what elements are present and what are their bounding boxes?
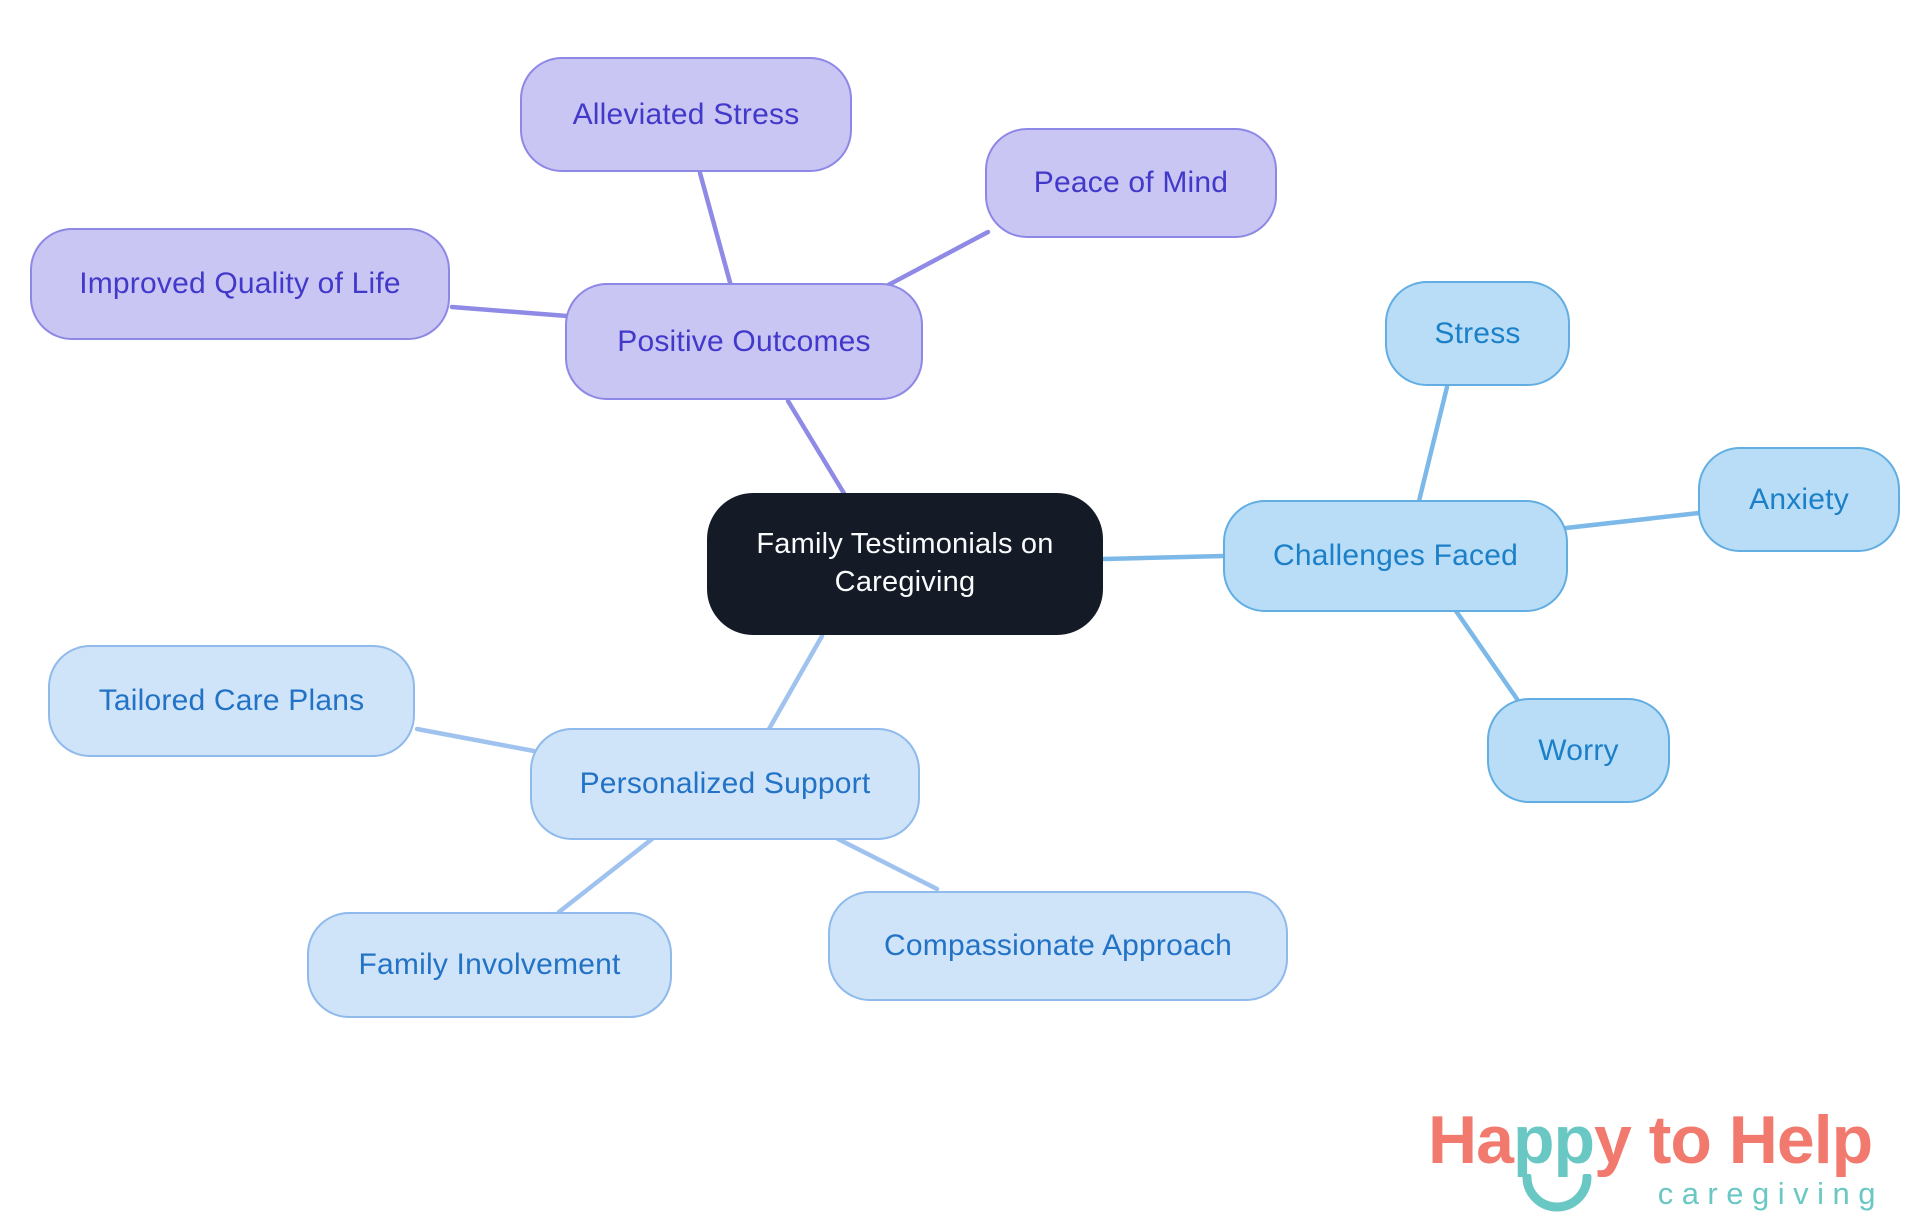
connector-line (785, 398, 848, 498)
connector-line (697, 170, 734, 289)
node-challenges-faced: Challenges Faced (1223, 500, 1568, 612)
node-improved-quality-of-life: Improved Quality of Life (30, 228, 450, 340)
brand-logo: Happy to Help caregiving (1428, 1106, 1888, 1214)
connector-line (1563, 510, 1702, 531)
connector-line (1416, 384, 1450, 504)
node-label: Improved Quality of Life (79, 267, 401, 300)
node-label: Personalized Support (579, 767, 871, 800)
node-alleviated-stress: Alleviated Stress (520, 57, 852, 172)
brand-subtitle: caregiving (1657, 1176, 1884, 1211)
node-label: Tailored Care Plans (98, 684, 365, 717)
node-label: Stress (1434, 316, 1521, 350)
connector-line (1453, 608, 1520, 702)
connector-line (556, 836, 655, 915)
node-label: Worry (1538, 733, 1619, 767)
node-label: Compassionate Approach (884, 929, 1232, 962)
node-label: Alleviated Stress (572, 97, 800, 131)
node-worry: Worry (1487, 698, 1670, 803)
node-personalized-support: Personalized Support (530, 728, 920, 840)
node-family-involvement: Family Involvement (307, 912, 672, 1018)
node-central-family-testimonials: Family Testimonials on Caregiving (707, 493, 1103, 635)
connector-line (874, 229, 991, 294)
connector-line (414, 726, 537, 754)
brand-word-part: Ha (1428, 1102, 1514, 1178)
node-tailored-care-plans: Tailored Care Plans (48, 645, 415, 757)
node-label: Challenges Faced (1272, 539, 1519, 572)
node-label: Family Involvement (358, 948, 621, 981)
node-positive-outcomes: Positive Outcomes (565, 283, 923, 400)
node-peace-of-mind: Peace of Mind (985, 128, 1277, 238)
node-label: Family Testimonials on Caregiving (756, 528, 1054, 598)
connector-line (835, 836, 940, 892)
node-label: Positive Outcomes (617, 324, 871, 358)
smile-icon (1522, 1174, 1592, 1212)
node-label: Peace of Mind (1033, 166, 1229, 199)
brand-word-part: pp (1512, 1102, 1595, 1178)
connector-line (1101, 553, 1227, 562)
node-compassionate-approach: Compassionate Approach (828, 891, 1288, 1001)
node-stress: Stress (1385, 281, 1570, 386)
brand-word-part: y to Help (1594, 1102, 1873, 1178)
node-label: Anxiety (1749, 482, 1849, 516)
brand-wordmark: Happy to Help (1428, 1106, 1873, 1174)
node-anxiety: Anxiety (1698, 447, 1900, 552)
connector-line (449, 304, 570, 319)
connector-line (766, 633, 825, 732)
